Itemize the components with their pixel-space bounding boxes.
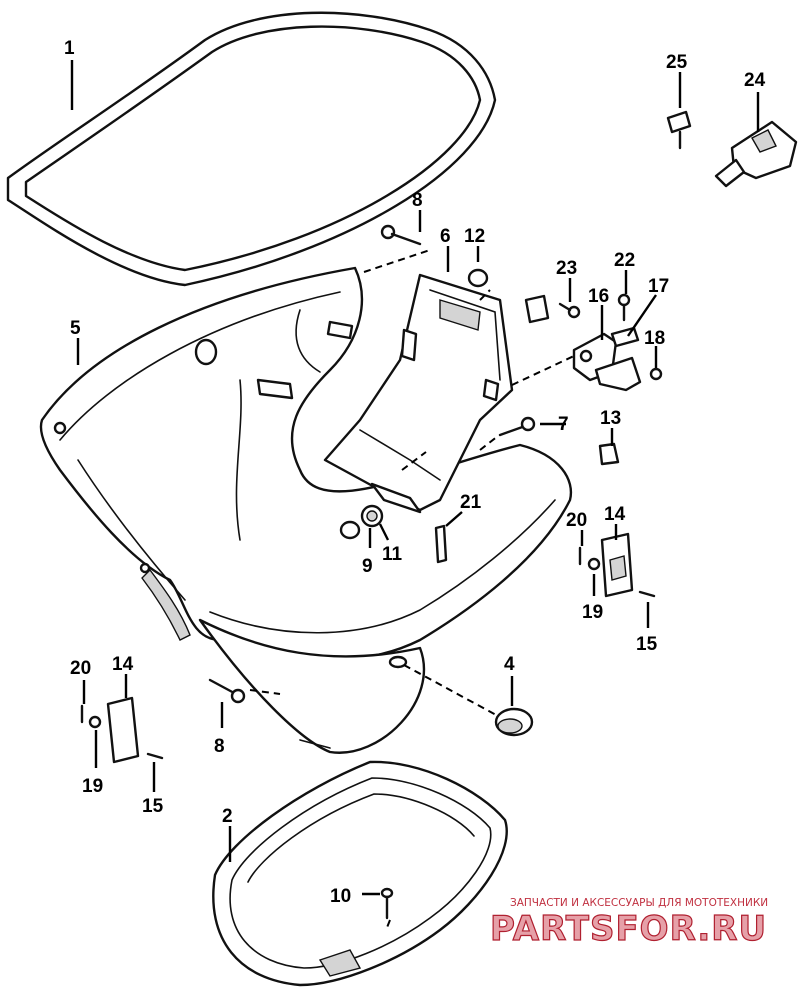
callout-22: 22 (614, 250, 635, 271)
callout-15-left: 15 (142, 796, 164, 817)
part-23-screw (558, 302, 581, 319)
part-17-bracket (594, 326, 642, 392)
callout-17: 17 (648, 276, 669, 297)
part-7-bolt (498, 416, 536, 437)
part-19-washer-left (88, 715, 102, 729)
part-15-screw-right (638, 590, 656, 598)
callout-5: 5 (70, 318, 81, 339)
callout-8-top: 8 (412, 190, 423, 211)
part-9-washer (339, 520, 361, 540)
callout-23: 23 (556, 258, 577, 279)
callout-16: 16 (588, 286, 609, 307)
leader-lines (70, 60, 760, 896)
callout-10: 10 (330, 886, 351, 907)
part-15-screw-left (146, 752, 164, 760)
callout-14-right: 14 (604, 504, 626, 525)
part-14-latch-right (600, 532, 634, 598)
callout-19-left: 19 (82, 776, 103, 797)
callout-20-right: 20 (566, 510, 587, 531)
part-22-screw (617, 293, 631, 322)
part-11-grommet (360, 504, 384, 528)
part-2-bottom-seal (212, 760, 508, 987)
callout-21: 21 (460, 492, 482, 513)
callout-4: 4 (504, 654, 515, 675)
part-19-washer-right (587, 557, 601, 571)
callout-14-left: 14 (112, 654, 134, 675)
part-4-plug (494, 707, 534, 737)
part-14-latch-left (106, 696, 140, 764)
watermark-logo: PARTSFOR.RU (490, 909, 767, 949)
part-24-connector (714, 120, 798, 188)
callout-7: 7 (558, 414, 569, 435)
part-21-strip (434, 524, 448, 564)
callout-labels: 1 2 4 5 6 7 8 8 9 10 11 12 13 14 14 15 1… (64, 38, 766, 907)
callout-15-right: 15 (636, 634, 658, 655)
callout-2: 2 (222, 806, 233, 827)
part-25-bolt (666, 110, 692, 150)
part-10-pin (380, 887, 394, 920)
callout-19-right: 19 (582, 602, 603, 623)
callout-24: 24 (744, 70, 766, 91)
part-18-screw (649, 367, 663, 381)
callout-25: 25 (666, 52, 688, 73)
watermark: ЗАПЧАСТИ И АКСЕССУАРЫ ДЛЯ МОТОТЕХНИКИ PA… (489, 897, 768, 950)
watermark-tagline: ЗАПЧАСТИ И АКСЕССУАРЫ ДЛЯ МОТОТЕХНИКИ (510, 897, 768, 909)
part-23-plate (524, 294, 550, 324)
part-8-bolt-top (380, 224, 422, 246)
callout-13: 13 (600, 408, 621, 429)
callout-12: 12 (464, 226, 485, 247)
part-12-grommet (467, 268, 489, 288)
callout-11: 11 (382, 544, 403, 565)
callout-20-left: 20 (70, 658, 91, 679)
callout-1: 1 (64, 38, 75, 59)
callout-6: 6 (440, 226, 451, 247)
callout-8-bottom: 8 (214, 736, 225, 757)
part-6-inner-panel (323, 273, 514, 514)
callout-9: 9 (362, 556, 373, 577)
part-1-seal-ring (6, 11, 497, 287)
callout-18: 18 (644, 328, 665, 349)
assembly-lines (249, 249, 577, 931)
part-13-clip (598, 442, 620, 466)
part-8-screw-bottom (208, 678, 246, 704)
